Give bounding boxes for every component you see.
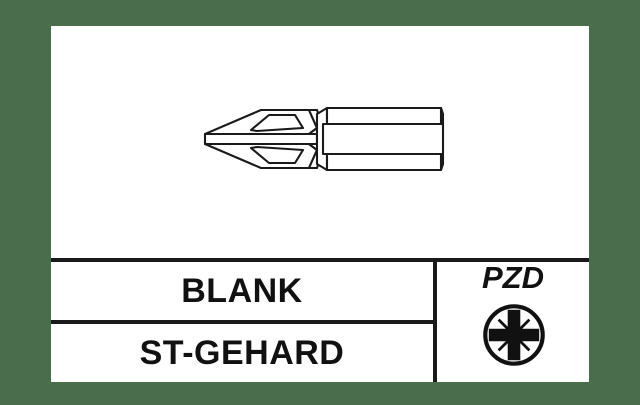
product-card: BLANK ST-GEHARD PZD — [51, 26, 589, 382]
illustration-area — [51, 26, 589, 258]
pozidriv-screw-head-icon — [483, 304, 545, 366]
spec-table: BLANK ST-GEHARD PZD — [51, 258, 589, 382]
screwdriver-bit-line-drawing — [203, 106, 445, 172]
drive-type-cell: PZD — [437, 260, 589, 382]
table-top-divider — [51, 258, 589, 262]
drive-code-label: PZD — [482, 260, 544, 295]
material-value: ST-GEHARD — [139, 334, 345, 372]
blank-value: BLANK — [181, 272, 303, 310]
table-row-divider — [51, 320, 433, 324]
table-column-divider — [433, 258, 437, 382]
